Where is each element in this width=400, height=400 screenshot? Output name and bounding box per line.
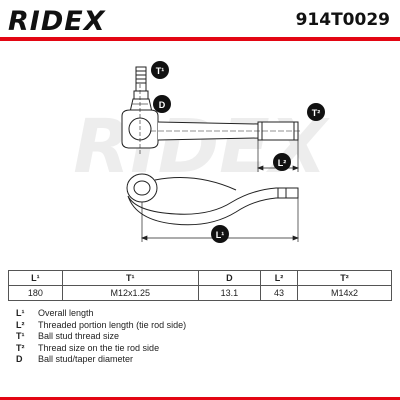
watermark: RIDEX <box>73 104 330 190</box>
badge-d: D <box>153 95 171 113</box>
ball-stud-top-view <box>121 66 159 154</box>
badge-l1: L¹ <box>211 225 229 243</box>
technical-drawing: RIDEX <box>73 61 331 243</box>
svg-text:L²: L² <box>278 158 287 168</box>
svg-text:T¹: T¹ <box>156 66 165 76</box>
legend-symbol: L² <box>16 319 25 330</box>
footer-divider <box>0 397 400 400</box>
legend-symbol: L¹ <box>16 308 25 318</box>
shaft-top-view <box>150 121 302 141</box>
legend-text: Overall length <box>38 308 94 318</box>
spec-header-d: D <box>197 270 262 286</box>
legend-symbol: T¹ <box>16 331 25 341</box>
legend-item: D Ball stud/taper diameter <box>16 354 186 366</box>
legend: L¹ Overall length L² Threaded portion le… <box>16 308 186 366</box>
spec-value-l1: 180 <box>8 285 63 301</box>
brand-logo-text: RIDEX <box>8 6 106 37</box>
spec-table-value-row: 180 M12x1.25 13.1 43 M14x2 <box>8 285 393 301</box>
spec-header-t2: T² <box>296 270 393 286</box>
legend-symbol: D <box>16 354 23 364</box>
badge-l2: L² <box>273 153 291 171</box>
spec-header-l1: L¹ <box>8 270 63 286</box>
spec-value-d: 13.1 <box>197 285 262 301</box>
legend-item: L² Threaded portion length (tie rod side… <box>16 320 186 332</box>
legend-item: T² Thread size on the tie rod side <box>16 343 186 355</box>
legend-item: L¹ Overall length <box>16 308 186 320</box>
spec-value-t1: M12x1.25 <box>61 285 199 301</box>
badge-t1: T¹ <box>151 61 169 79</box>
spec-value-t2: M14x2 <box>296 285 393 301</box>
legend-text: Ball stud thread size <box>38 331 120 341</box>
svg-text:D: D <box>159 100 166 110</box>
legend-text: Ball stud/taper diameter <box>38 354 134 364</box>
spec-header-l2: L² <box>260 270 298 286</box>
spec-value-l2: 43 <box>260 285 298 301</box>
svg-text:L¹: L¹ <box>216 230 225 240</box>
badge-t2: T² <box>307 103 325 121</box>
legend-text: Thread size on the tie rod side <box>38 342 160 353</box>
brand-logo: RIDEX <box>8 6 106 37</box>
svg-text:T²: T² <box>312 108 321 118</box>
legend-item: T¹ Ball stud thread size <box>16 331 186 343</box>
spec-header-t1: T¹ <box>61 270 199 286</box>
part-number: 914T0029 <box>295 10 390 30</box>
legend-symbol: T² <box>16 342 25 353</box>
spec-table: L¹ T¹ D L² T² 180 M12x1.25 13.1 43 M14x2 <box>8 270 393 301</box>
header-divider <box>0 37 400 41</box>
legend-text: Threaded portion length (tie rod side) <box>38 319 187 330</box>
spec-table-header-row: L¹ T¹ D L² T² <box>8 270 393 286</box>
